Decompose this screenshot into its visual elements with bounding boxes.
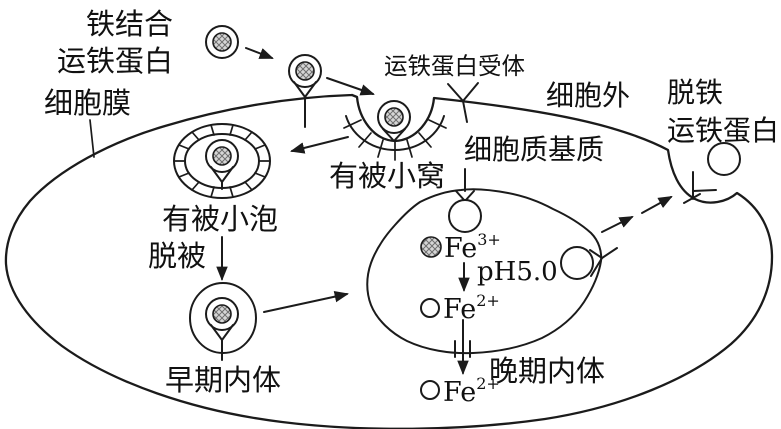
label-late-endosome: 晚期内体	[489, 354, 605, 388]
apo-transferrin-released	[707, 142, 741, 176]
label-coated-pit: 有被小窝	[329, 159, 445, 193]
arrow-binding	[245, 47, 274, 59]
label-apo-transferrin-1: 脱铁	[667, 76, 723, 109]
clathrin-ticks-vesicle	[173, 124, 271, 198]
receptor-at-membrane-notch	[683, 171, 717, 204]
iron-core-free	[212, 32, 232, 52]
fe2-label-bottom: Fe2+	[443, 374, 500, 408]
fe2-dot-mid	[420, 298, 440, 318]
free-transferrin-receptor	[447, 82, 479, 123]
iron-core-in-pit	[384, 107, 404, 127]
apo-transferrin-in-endosome	[448, 199, 482, 233]
early-endosome	[189, 282, 257, 361]
arrow-early-to-late	[263, 290, 349, 313]
iron-bound-transferrin	[205, 25, 239, 59]
fe2-dot-bottom	[420, 380, 440, 400]
late-endosome-membrane	[366, 188, 603, 355]
clathrin-ticks-pit	[343, 119, 447, 161]
coated-pit	[343, 100, 447, 161]
label-transferrin-receptor: 运铁蛋白受体	[384, 52, 525, 80]
arrow-recycle-1	[601, 216, 634, 233]
iron-core-in-early-endosome	[212, 304, 232, 324]
membrane-channel-ticks	[454, 340, 471, 358]
receptor-recycling-vesicle	[560, 246, 618, 280]
label-cell-membrane: 细胞膜	[44, 86, 131, 120]
label-uncoating: 脱被	[148, 239, 206, 273]
cell-membrane-outline	[4, 93, 774, 429]
ph-label: pH5.0	[477, 257, 558, 287]
receptor-funnel-in-pit	[382, 128, 406, 142]
coated-vesicle	[173, 123, 271, 199]
fe2-label-mid: Fe2+	[443, 291, 500, 325]
fe3-dot	[420, 236, 442, 258]
label-iron-bound-transferrin-1: 铁结合	[86, 7, 173, 41]
label-early-endosome: 早期内体	[165, 363, 281, 397]
label-coated-vesicle: 有被小泡	[162, 202, 278, 236]
receptor-stalk-recycling	[601, 247, 618, 259]
arrow-to-coated-pit	[326, 77, 375, 96]
label-iron-bound-transferrin-2: 运铁蛋白	[57, 44, 173, 78]
fe3-label: Fe3+	[444, 230, 501, 264]
iron-core-in-vesicle	[212, 146, 232, 166]
label-cytoplasm-matrix: 细胞质基质	[464, 133, 604, 166]
receptor-in-late-endosome-top	[448, 168, 482, 233]
iron-core-bound	[295, 61, 315, 81]
label-extracellular: 细胞外	[546, 79, 630, 112]
arrow-pit-to-vesicle	[290, 136, 349, 154]
transferrin-on-receptor	[288, 54, 322, 128]
label-apo-transferrin-2: 运铁蛋白	[667, 114, 779, 147]
arrow-recycle-2	[641, 196, 673, 214]
apo-transferrin-recycling	[560, 246, 594, 280]
cell-membrane-pointer-line	[89, 119, 95, 158]
